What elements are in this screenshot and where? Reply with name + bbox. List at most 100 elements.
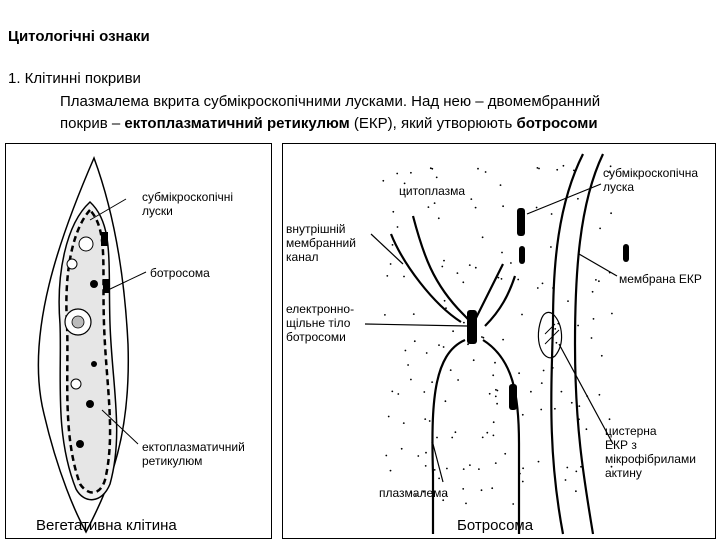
stipple-dot xyxy=(591,290,594,293)
cistern xyxy=(537,311,563,359)
stipple-dot xyxy=(608,418,611,421)
stipple-dot xyxy=(449,369,452,371)
stipple-dot xyxy=(518,372,520,375)
stipple-dot xyxy=(385,454,388,457)
stipple-dot xyxy=(536,167,539,169)
term-botrosomes: ботросоми xyxy=(516,115,598,132)
stipple-dot xyxy=(442,499,445,502)
stipple-dot xyxy=(451,436,454,439)
leader-line xyxy=(370,233,404,265)
stipple-dot xyxy=(403,189,406,191)
membrane-channel-right-inner xyxy=(484,275,517,327)
stipple-dot xyxy=(491,487,494,490)
stipple-dot xyxy=(452,330,454,333)
botrosome-panel: цитоплазма внутрішній мембранний канал с… xyxy=(282,143,716,539)
stipple-dot xyxy=(427,206,430,208)
stipple-dot xyxy=(478,468,480,470)
label-line: внутрішній xyxy=(286,222,346,236)
leader-line xyxy=(432,443,444,483)
label-line: ЕКР з xyxy=(605,438,637,452)
stipple-dot xyxy=(404,349,407,352)
stipple-dot xyxy=(391,244,394,246)
stipple-dot xyxy=(437,217,440,220)
leader-line xyxy=(526,183,602,215)
scale-mark xyxy=(509,384,517,410)
stipple-dot xyxy=(423,391,426,393)
stipple-dot xyxy=(592,318,595,320)
stipple-dot xyxy=(402,422,405,424)
stipple-dot xyxy=(462,488,465,490)
actin-microfibrils xyxy=(544,323,560,345)
stipple-dot xyxy=(424,418,427,420)
stipple-dot xyxy=(492,421,495,424)
botrosome-mark xyxy=(103,279,110,293)
stipple-dot xyxy=(482,336,485,339)
stipple-dot xyxy=(580,465,582,468)
stipple-dot xyxy=(465,502,467,505)
stipple-dot xyxy=(429,167,432,170)
stipple-dot xyxy=(496,389,499,392)
stipple-dot xyxy=(556,168,559,171)
label-line: електронно- xyxy=(286,302,355,316)
label-submicroscopic-scale: субмікроскопічна луска xyxy=(603,166,698,194)
leader-line xyxy=(578,253,618,277)
stipple-dot xyxy=(494,395,497,398)
label-ectoplasmic-reticulum: ектоплазматичний ретикулюм xyxy=(142,440,245,468)
caption-vegetative-cell: Вегетативна клітина xyxy=(36,517,177,534)
stipple-dot xyxy=(521,480,524,483)
stipple-dot xyxy=(456,272,459,274)
stipple-dot xyxy=(502,205,504,208)
term-ectoplasmic-reticulum: ектоплазматичний ретикулюм xyxy=(124,115,350,132)
vegetative-cell-panel: субмікроскопічні луски ботросома ектопла… xyxy=(5,143,272,539)
electron-dense-body xyxy=(467,310,477,344)
stipple-dot xyxy=(481,236,484,239)
label-submicroscopic-scales: субмікроскопічні луски xyxy=(142,190,233,218)
vesicle xyxy=(86,400,94,408)
stipple-dot xyxy=(611,312,613,315)
stipple-dot xyxy=(481,336,483,338)
page-title: Цитологічні ознаки xyxy=(8,28,150,45)
stipple-dot xyxy=(486,431,489,434)
stipple-dot xyxy=(575,470,578,473)
stipple-dot xyxy=(435,176,438,179)
stipple-dot xyxy=(467,343,469,346)
stipple-dot xyxy=(472,359,475,362)
vesicle xyxy=(91,361,97,367)
stipple-dot xyxy=(425,352,428,354)
stipple-dot xyxy=(522,467,524,470)
scale-mark xyxy=(517,208,525,236)
label-line: цистерна xyxy=(605,424,657,438)
stipple-dot xyxy=(494,462,497,464)
stipple-dot xyxy=(578,405,581,407)
stipple-dot xyxy=(577,324,579,327)
stipple-dot xyxy=(441,265,444,268)
stipple-dot xyxy=(608,171,610,174)
stipple-dot xyxy=(396,226,399,228)
botrosome-drawing xyxy=(364,153,629,535)
stipple-dot xyxy=(590,337,593,339)
label-line: ретикулюм xyxy=(142,454,203,468)
stipple-dot xyxy=(550,246,552,248)
stipple-dot xyxy=(415,494,417,496)
stipple-dot xyxy=(554,328,557,330)
label-botrosome: ботросома xyxy=(150,266,210,280)
plasmalemma-right xyxy=(482,339,521,534)
label-ekr-membrane: мембрана ЕКР xyxy=(619,272,702,286)
stipple-dot xyxy=(492,374,495,377)
stipple-dot xyxy=(538,167,540,170)
stipple-dot xyxy=(417,455,420,457)
vesicle xyxy=(90,280,98,288)
stipple-dot xyxy=(470,198,473,200)
stipple-dot xyxy=(610,212,612,215)
ekr-membrane-inner xyxy=(573,153,604,535)
stipple-dot xyxy=(463,321,465,324)
stipple-dot xyxy=(392,210,395,213)
stipple-dot xyxy=(454,431,457,434)
stipple-dot xyxy=(598,393,601,396)
stipple-dot xyxy=(438,477,440,480)
stipple-dot xyxy=(600,354,603,357)
cytoplasm-stipple xyxy=(382,164,613,505)
stipple-dot xyxy=(530,390,532,393)
stipple-dot xyxy=(488,392,491,395)
stipple-dot xyxy=(598,280,600,283)
